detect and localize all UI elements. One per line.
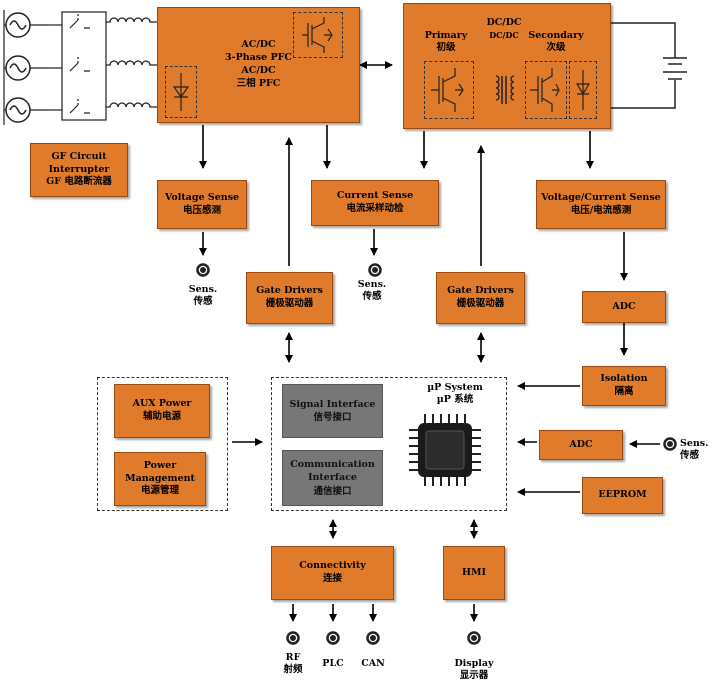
ac-source-icon xyxy=(5,12,31,123)
adc-top-label: ADC xyxy=(612,300,636,312)
rf-label: RF 射频 xyxy=(276,652,310,677)
adc-mid-block[interactable]: ADC xyxy=(539,430,623,460)
connector-dots xyxy=(196,263,677,645)
secondary-label-cn: 次级 xyxy=(546,42,566,53)
vc-sense-label: Voltage/Current Sense xyxy=(541,191,661,203)
diode-icon xyxy=(172,73,190,111)
voltage-sense-block[interactable]: Voltage Sense 电压感测 xyxy=(157,180,247,229)
display-cn: 显示器 xyxy=(459,670,489,682)
gf-switch-icon xyxy=(48,11,107,121)
diode-sub-block xyxy=(165,66,197,118)
power-management-label-cn: 电源管理 xyxy=(140,485,179,497)
signal-interface-label-cn: 信号接口 xyxy=(313,412,352,423)
connectivity-block[interactable]: Connectivity 连接 xyxy=(271,546,394,600)
comm-if-cn: 通信接口 xyxy=(313,485,352,497)
display-label: Display 显示器 xyxy=(444,658,504,683)
sens-1-cn: 传感 xyxy=(193,296,213,308)
current-sense-label-cn: 电流采样动检 xyxy=(346,203,404,214)
dcdc-title: DC/DC xyxy=(486,17,522,28)
acdc-line1: AC/DC xyxy=(241,39,276,51)
gfci-line3: GF 电路断流器 xyxy=(46,176,112,188)
secondary-diode-block xyxy=(569,61,597,119)
can-label: CAN xyxy=(361,658,385,669)
ac-input-wiring xyxy=(3,10,48,125)
gf-interrupter-block[interactable]: GF Circuit Interrupter GF 电路断流器 xyxy=(30,143,128,197)
transistor-sub-block xyxy=(293,12,343,58)
secondary-label: Secondary xyxy=(528,30,584,41)
acdc-line4: 三相 PFC xyxy=(236,77,281,89)
gfci-line2: Interrupter xyxy=(48,163,110,175)
comm-if-line2: Interface xyxy=(308,472,357,484)
connectivity-label: Connectivity xyxy=(299,560,366,572)
isolation-block[interactable]: Isolation 隔离 xyxy=(582,366,666,406)
eeprom-block[interactable]: EEPROM xyxy=(582,477,663,514)
power-management-label: Power Management xyxy=(125,459,195,484)
aux-power-label-cn: 辅助电源 xyxy=(142,411,181,422)
sens-2-label: Sens. 传感 xyxy=(352,279,392,304)
sens-3-label: Sens. 传感 xyxy=(680,438,720,463)
signal-interface-block[interactable]: Signal Interface 信号接口 xyxy=(282,384,383,438)
hmi-block[interactable]: HMI xyxy=(443,546,505,600)
comm-if-line1: Communication xyxy=(290,459,375,471)
transistor-icon xyxy=(302,17,333,53)
vc-sense-block[interactable]: Voltage/Current Sense 电压/电流感测 xyxy=(536,180,666,229)
gate-drivers-right-label-cn: 栅极驱动器 xyxy=(456,298,505,309)
power-group xyxy=(97,377,228,511)
gate-drivers-right-block[interactable]: Gate Drivers 栅极驱动器 xyxy=(436,272,525,324)
gate-drivers-right-label: Gate Drivers xyxy=(447,285,514,297)
secondary-switch-block xyxy=(525,61,567,119)
plc-label: PLC xyxy=(322,658,344,669)
acdc-line3: AC/DC xyxy=(241,65,276,76)
primary-switch-block xyxy=(424,61,474,119)
up-system-label: µP System xyxy=(427,382,483,393)
primary-label: Primary xyxy=(424,30,468,41)
gate-drivers-left-label-cn: 栅极驱动器 xyxy=(265,298,314,309)
power-management-block[interactable]: Power Management 电源管理 xyxy=(114,452,206,506)
rf-cn: 射频 xyxy=(283,664,303,676)
connectivity-label-cn: 连接 xyxy=(322,573,342,584)
acdc-pfc-block[interactable]: AC/DC 3-Phase PFC AC/DC 三相 PFC xyxy=(157,7,360,123)
up-system-group xyxy=(271,377,507,511)
adc-mid-label: ADC xyxy=(569,438,593,450)
gate-drivers-left-block[interactable]: Gate Drivers 栅极驱动器 xyxy=(246,272,333,324)
transistor-icon xyxy=(530,68,560,112)
battery-icon xyxy=(611,22,687,109)
vc-sense-label-cn: 电压/电流感测 xyxy=(570,204,632,216)
display-en: Display xyxy=(454,658,494,669)
acdc-line2: 3-Phase PFC xyxy=(225,52,292,64)
rf-en: RF xyxy=(285,652,301,663)
sens-3-en: Sens. xyxy=(680,438,709,449)
sens-1-label: Sens. 传感 xyxy=(183,284,223,309)
sens-2-en: Sens. xyxy=(357,279,387,290)
transistor-icon xyxy=(431,68,464,112)
primary-label-cn: 初级 xyxy=(436,42,456,53)
aux-power-block[interactable]: AUX Power 辅助电源 xyxy=(114,384,210,438)
dcdc-subtitle: DC/DC xyxy=(489,30,519,40)
signal-interface-label: Signal Interface xyxy=(289,398,376,410)
hmi-label: HMI xyxy=(462,566,486,578)
isolation-label-cn: 隔离 xyxy=(614,386,634,397)
voltage-sense-label-cn: 电压感测 xyxy=(182,204,221,216)
transformer-icon xyxy=(490,72,520,112)
isolation-label: Isolation xyxy=(600,373,648,385)
inductor-icon xyxy=(106,17,160,108)
gfci-line1: GF Circuit xyxy=(51,150,107,162)
gate-drivers-left-label: Gate Drivers xyxy=(256,285,323,297)
communication-interface-block[interactable]: Communication Interface 通信接口 xyxy=(282,450,383,506)
sens-2-cn: 传感 xyxy=(362,291,382,303)
adc-top-block[interactable]: ADC xyxy=(582,291,666,323)
aux-power-label: AUX Power xyxy=(132,398,192,410)
dcdc-block[interactable] xyxy=(403,3,611,129)
voltage-sense-label: Voltage Sense xyxy=(164,191,240,203)
current-sense-label: Current Sense xyxy=(336,190,414,202)
diode-icon xyxy=(575,70,591,110)
current-sense-block[interactable]: Current Sense 电流采样动检 xyxy=(311,180,439,226)
microcontroller-chip-icon xyxy=(407,412,483,492)
up-system-title: µP System µP 系统 xyxy=(418,382,492,407)
up-system-label-cn: µP 系统 xyxy=(436,394,474,406)
sens-1-en: Sens. xyxy=(188,284,218,295)
sens-3-cn: 传感 xyxy=(680,450,700,462)
eeprom-label: EEPROM xyxy=(598,489,647,501)
